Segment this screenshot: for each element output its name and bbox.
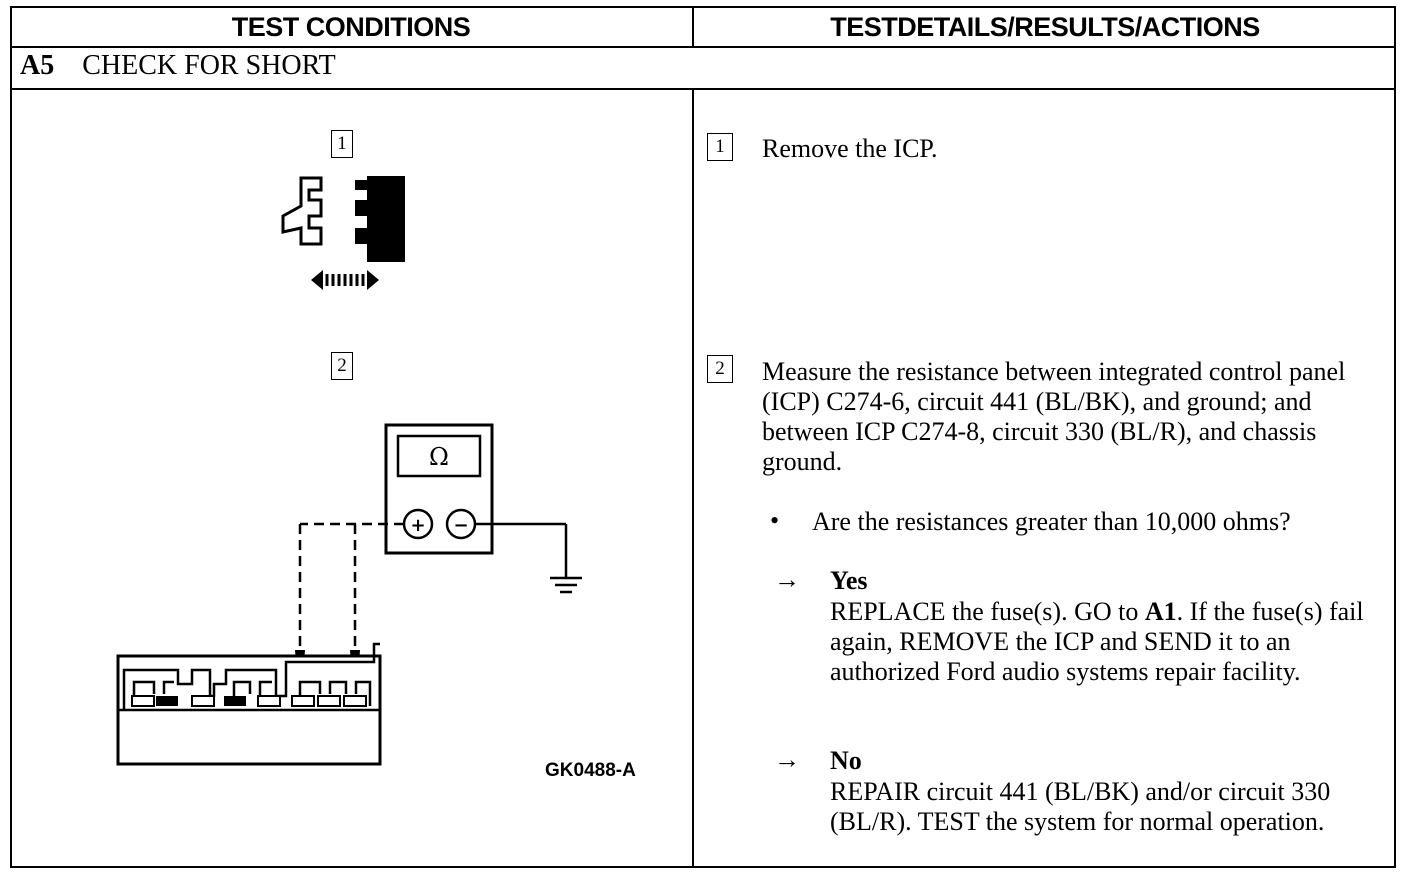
figure-step-2-number: 2 [331, 352, 353, 380]
section-title: CHECK FOR SHORT [82, 50, 336, 81]
svg-text:+: + [410, 515, 425, 536]
svg-text:−: − [453, 515, 468, 536]
ohmmeter-display [396, 434, 482, 478]
step-2-text: Measure the resistance between integrate… [762, 357, 1346, 476]
yes-result-text: REPLACE the fuse(s). GO to A1. If the fu… [830, 597, 1364, 686]
page-frame [10, 6, 1396, 868]
step-1-number: 1 [707, 133, 733, 161]
no-label: No [830, 746, 862, 775]
header-divider [10, 46, 1396, 48]
ohmmeter-test-illustration: Ω + − [116, 423, 582, 766]
figure-step-1-number: 1 [331, 130, 353, 158]
section-divider [10, 88, 1396, 90]
yes-arrow-icon: → [774, 565, 800, 594]
connector-disconnect-illustration [281, 176, 405, 290]
question-text: Are the resistances greater than 10,000 … [812, 507, 1291, 536]
no-arrow-icon: → [774, 745, 800, 774]
no-result-text: REPAIR circuit 441 (BL/BK) and/or circui… [830, 777, 1331, 836]
yes-label: Yes [830, 566, 868, 595]
test-conditions-header: TEST CONDITIONS [231, 11, 471, 42]
step-1-text: Remove the ICP. [762, 134, 938, 163]
header-column-divider [692, 6, 694, 48]
question-bullet: • [770, 506, 780, 535]
section-heading: A5 CHECK FOR SHORT [20, 50, 336, 82]
ohm-symbol: Ω [429, 443, 449, 471]
section-code: A5 [20, 50, 55, 81]
body-column-divider [692, 88, 694, 868]
figure-id: GK0488-A [545, 760, 636, 781]
goto-a1-reference: A1 [1144, 597, 1177, 626]
test-details-header: TESTDETAILS/RESULTS/ACTIONS [830, 11, 1260, 42]
step-2-number: 2 [707, 355, 733, 383]
